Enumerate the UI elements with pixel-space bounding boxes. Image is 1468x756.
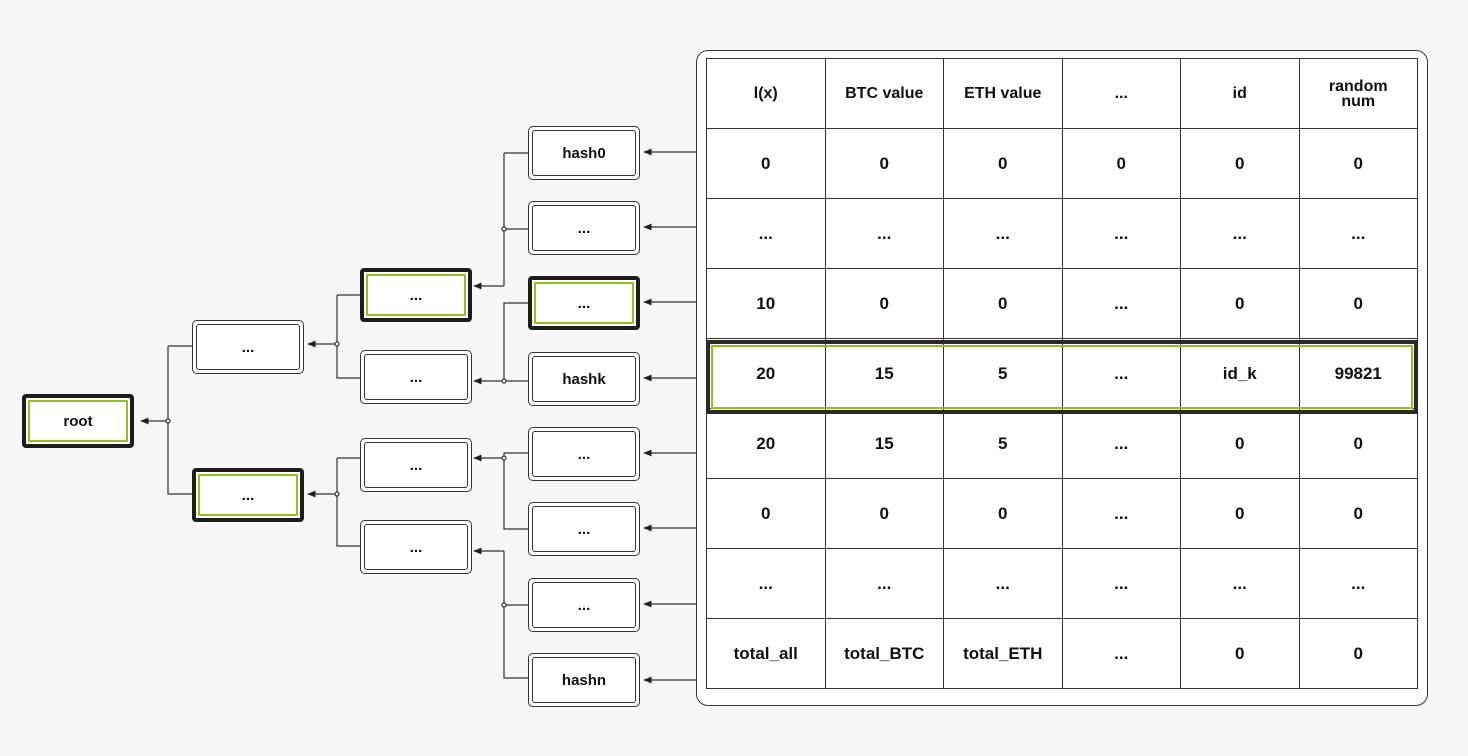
- column-header: ...: [1061, 58, 1181, 129]
- table-cell: ...: [1061, 548, 1181, 619]
- root-node: root: [22, 394, 134, 448]
- table-cell: 5: [943, 408, 1063, 479]
- table-cell: ...: [1180, 548, 1300, 619]
- node-label: ...: [196, 324, 300, 370]
- root-label: root: [28, 400, 128, 442]
- tree-node-level2: ...: [360, 520, 472, 574]
- table-cell: ...: [824, 548, 944, 619]
- table-cell: 0: [1180, 478, 1300, 549]
- node-label: ...: [198, 474, 298, 516]
- tree-node-level2: ...: [360, 350, 472, 404]
- table-cell: ...: [1061, 198, 1181, 269]
- node-label: hashk: [532, 356, 636, 402]
- table-cell: ...: [824, 198, 944, 269]
- table-cell: ...: [1298, 548, 1418, 619]
- table-cell: 0: [824, 268, 944, 339]
- column-header: BTC value: [824, 58, 944, 129]
- table-cell: 15: [824, 408, 944, 479]
- leaf-node: ...: [528, 578, 640, 632]
- table-cell: id_k: [1180, 338, 1300, 409]
- table-cell: 0: [706, 128, 826, 199]
- table-cell: 0: [1298, 128, 1418, 199]
- leaf-node: ...: [528, 427, 640, 481]
- table-cell: 0: [706, 478, 826, 549]
- table-cell: 0: [824, 128, 944, 199]
- table-row-highlighted: 20 15 5 ... id_k 99821: [706, 338, 1418, 409]
- node-label: ...: [364, 524, 468, 570]
- tree-node-level2: ...: [360, 438, 472, 492]
- node-label: ...: [532, 205, 636, 251]
- balance-table: l(x) BTC value ETH value ... id random n…: [706, 58, 1418, 689]
- table-cell: 99821: [1298, 338, 1418, 409]
- table-row-totals: total_all total_BTC total_ETH ... 0 0: [706, 618, 1418, 689]
- node-label: ...: [364, 354, 468, 400]
- table-header-row: l(x) BTC value ETH value ... id random n…: [706, 58, 1418, 129]
- table-cell: 0: [1061, 128, 1181, 199]
- node-label: hashn: [532, 657, 636, 703]
- table-cell: 20: [706, 338, 826, 409]
- table-cell: 0: [1298, 478, 1418, 549]
- leaf-node-hashn: hashn: [528, 653, 640, 707]
- table-cell: total_ETH: [943, 618, 1063, 689]
- table-cell: 5: [943, 338, 1063, 409]
- leaf-node-highlighted: ...: [528, 276, 640, 330]
- table-cell: ...: [1180, 198, 1300, 269]
- node-label: ...: [364, 442, 468, 488]
- table-cell: 0: [943, 128, 1063, 199]
- table-row: ... ... ... ... ... ...: [706, 548, 1418, 619]
- table-cell: 0: [1298, 618, 1418, 689]
- table-row: 20 15 5 ... 0 0: [706, 408, 1418, 479]
- table-cell: 0: [1180, 128, 1300, 199]
- table-cell: 0: [943, 268, 1063, 339]
- table-cell: 0: [1180, 268, 1300, 339]
- table-cell: ...: [1061, 338, 1181, 409]
- column-header: random num: [1298, 58, 1418, 129]
- node-label: ...: [534, 282, 634, 324]
- table-cell: ...: [706, 198, 826, 269]
- table-cell: ...: [706, 548, 826, 619]
- table-cell: ...: [1061, 408, 1181, 479]
- tree-node-level2-highlighted: ...: [360, 268, 472, 322]
- table-cell: ...: [943, 198, 1063, 269]
- table-cell: 0: [943, 478, 1063, 549]
- table-cell: 20: [706, 408, 826, 479]
- node-label: ...: [532, 431, 636, 477]
- table-row: ... ... ... ... ... ...: [706, 198, 1418, 269]
- node-label: hash0: [532, 130, 636, 176]
- table-cell: 0: [1180, 408, 1300, 479]
- leaf-node-hash0: hash0: [528, 126, 640, 180]
- column-header: l(x): [706, 58, 826, 129]
- tree-node-level1-highlighted: ...: [192, 468, 304, 522]
- table-cell: 0: [1298, 268, 1418, 339]
- table-cell: 0: [824, 478, 944, 549]
- table-cell: total_all: [706, 618, 826, 689]
- table-row: 10 0 0 ... 0 0: [706, 268, 1418, 339]
- leaf-node: ...: [528, 201, 640, 255]
- tree-node-level1: ...: [192, 320, 304, 374]
- table-cell: 0: [1180, 618, 1300, 689]
- table-cell: ...: [1298, 198, 1418, 269]
- node-label: ...: [366, 274, 466, 316]
- table-row: 0 0 0 ... 0 0: [706, 478, 1418, 549]
- table-cell: ...: [1061, 478, 1181, 549]
- leaf-node-hashk: hashk: [528, 352, 640, 406]
- node-label: ...: [532, 506, 636, 552]
- table-cell: ...: [1061, 268, 1181, 339]
- column-header: ETH value: [943, 58, 1063, 129]
- table-cell: total_BTC: [824, 618, 944, 689]
- node-label: ...: [532, 582, 636, 628]
- table-cell: ...: [943, 548, 1063, 619]
- column-header: id: [1180, 58, 1300, 129]
- table-cell: 10: [706, 268, 826, 339]
- table-cell: ...: [1061, 618, 1181, 689]
- table-cell: 0: [1298, 408, 1418, 479]
- table-row: 0 0 0 0 0 0: [706, 128, 1418, 199]
- leaf-node: ...: [528, 502, 640, 556]
- table-cell: 15: [824, 338, 944, 409]
